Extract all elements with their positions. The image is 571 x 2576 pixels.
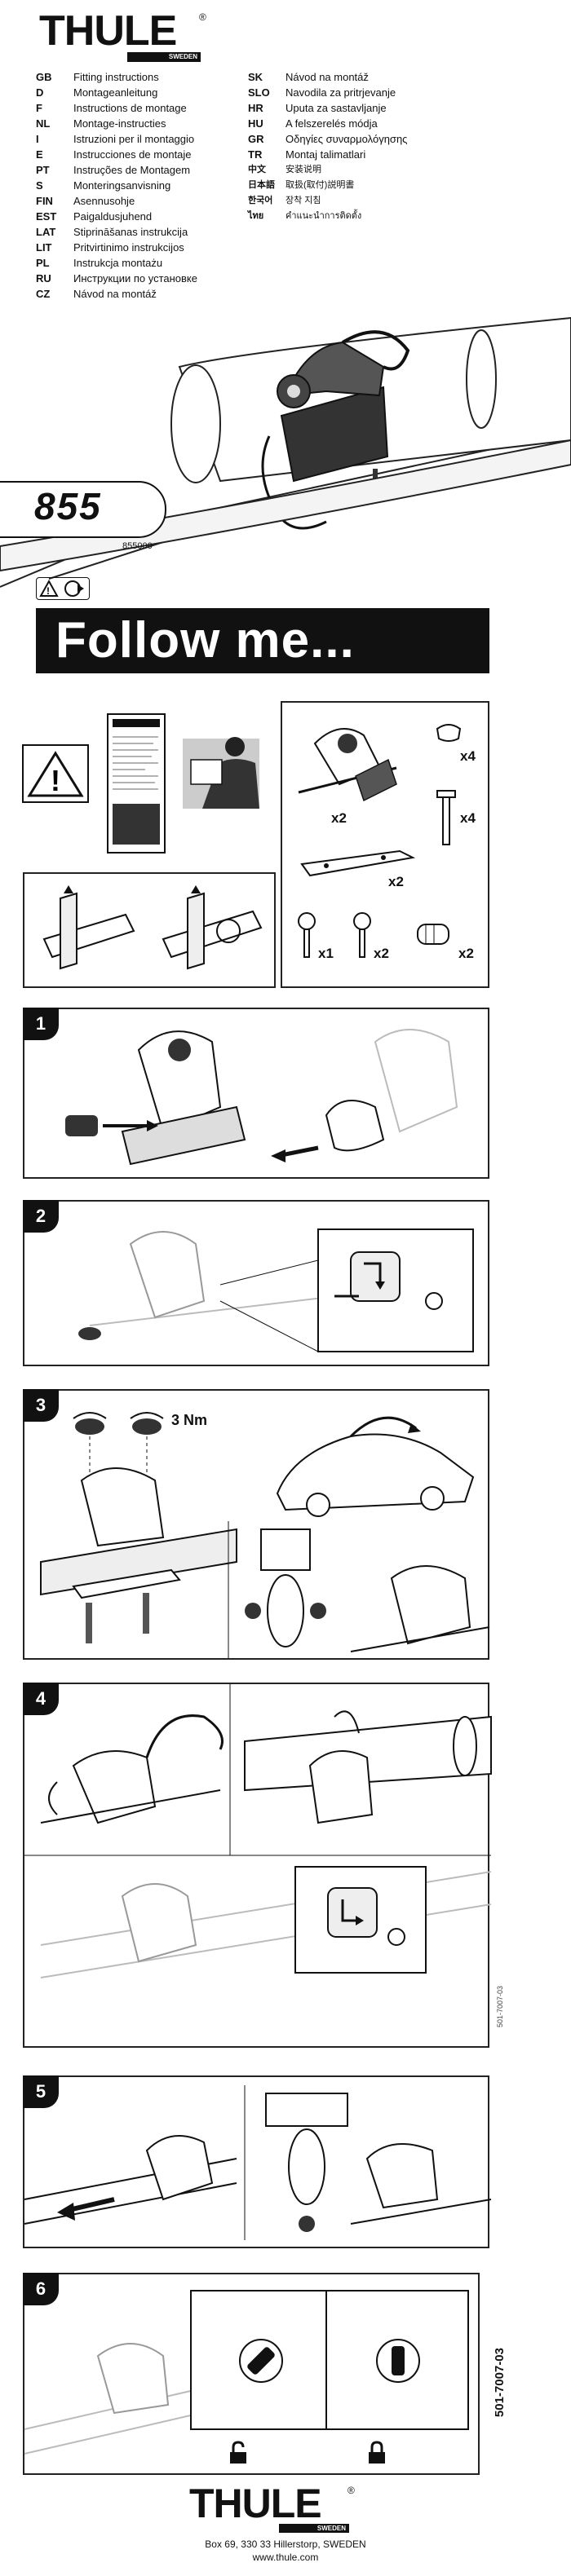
- svg-text:!: !: [46, 585, 50, 597]
- footer-logo: THULE SWEDEN ®: [189, 2481, 369, 2534]
- qty-key-single: x1: [318, 946, 334, 961]
- svg-text:!: !: [51, 764, 60, 797]
- step-2-number: 2: [23, 1200, 59, 1233]
- step-5-release-illustration: [24, 2085, 492, 2240]
- step-1-turn-key-illustration: [271, 1029, 458, 1162]
- lang-row: 日本語取扱(取付)説明書: [248, 180, 355, 190]
- step-6-lock-illustration: [24, 2290, 469, 2455]
- qty-plate: x2: [388, 874, 404, 889]
- logo-sweden-bar: SWEDEN: [127, 52, 201, 62]
- step-6-number: 6: [23, 2273, 59, 2305]
- warning-triangle-icon: !: [39, 579, 59, 597]
- step-3-adjust-illustration: [228, 1521, 490, 1658]
- footer-logo-sweden-bar: SWEDEN: [279, 2524, 349, 2533]
- step-4-side-code: 501-7007-03: [496, 1986, 504, 2028]
- qty-key-pair: x2: [374, 946, 389, 961]
- article-number: 855000: [122, 541, 153, 551]
- key-spare-part-icon: [353, 912, 371, 958]
- follow-me-banner: Follow me...: [36, 608, 489, 673]
- step-2-holder-illustration: [78, 1228, 474, 1352]
- follow-me-text: Follow me...: [55, 612, 355, 668]
- footer-logo-text: THULE: [189, 2481, 322, 2526]
- footer-address: Box 69, 330 33 Hillerstorp, SWEDEN: [205, 2539, 366, 2550]
- speed-limit-icon: [64, 580, 84, 597]
- step-3-number: 3: [23, 1389, 59, 1422]
- step-3-panel: 3 3 Nm: [23, 1389, 490, 1660]
- thule-logo: THULE SWEDEN ®: [39, 7, 210, 62]
- step-1-insert-lock-illustration: [65, 1030, 246, 1166]
- step-3-car-illustration: [276, 1416, 475, 1517]
- lang-row: 中文安装说明: [248, 165, 321, 174]
- logo-registered: ®: [199, 11, 206, 23]
- step-4-number: 4: [23, 1683, 59, 1715]
- torque-label: 3 Nm: [171, 1412, 208, 1428]
- step-6-panel: 6: [23, 2273, 480, 2475]
- footer-logo-registered: ®: [347, 2485, 355, 2496]
- aero-bar-illustration: [162, 885, 263, 970]
- qty-bolt: x4: [460, 810, 476, 826]
- unlocked-padlock-icon: [230, 2441, 246, 2464]
- step-4-panel: 4 501-7007-03: [23, 1683, 504, 2048]
- step-1-panel: 1: [23, 1008, 489, 1179]
- logo-text: THULE: [39, 7, 177, 55]
- knob-part-icon: [436, 724, 462, 742]
- footer-website[interactable]: www.thule.com: [252, 2552, 319, 2563]
- step-5-panel: 5: [23, 2075, 492, 2248]
- qty-holder: x2: [331, 810, 347, 826]
- step-1-number: 1: [23, 1008, 59, 1040]
- key-part-icon: [298, 912, 316, 958]
- parts-contents-box: x2 x4 x4 x2 x1 x2 x2: [281, 701, 489, 988]
- document-code: 501-7007-03: [493, 2348, 507, 2418]
- product-number-badge: 855: [0, 481, 166, 538]
- step-4-strap-illustration: [24, 1684, 492, 1978]
- bar-types-box: [23, 872, 276, 988]
- read-instructions-illustration: !: [22, 713, 259, 854]
- locked-padlock-icon: [369, 2441, 385, 2464]
- bike-holder-part-icon: [298, 728, 397, 802]
- square-bar-illustration: [42, 885, 135, 970]
- hero-bike-holder-illustration: [0, 316, 571, 588]
- step-5-number: 5: [23, 2075, 59, 2108]
- lock-cylinder-part-icon: [417, 924, 449, 945]
- step-3-mount-illustration: [40, 1412, 237, 1643]
- qty-knob: x4: [460, 748, 476, 764]
- warning-icon-group: !: [36, 577, 90, 600]
- qty-lock: x2: [458, 946, 474, 961]
- mounting-plate-part-icon: [300, 849, 416, 877]
- bolt-part-icon: [436, 790, 456, 845]
- step-2-panel: 2: [23, 1200, 489, 1366]
- product-number: 855: [34, 485, 102, 527]
- lang-row: ไทยคำแนะนำการติดตั้ง: [248, 211, 362, 221]
